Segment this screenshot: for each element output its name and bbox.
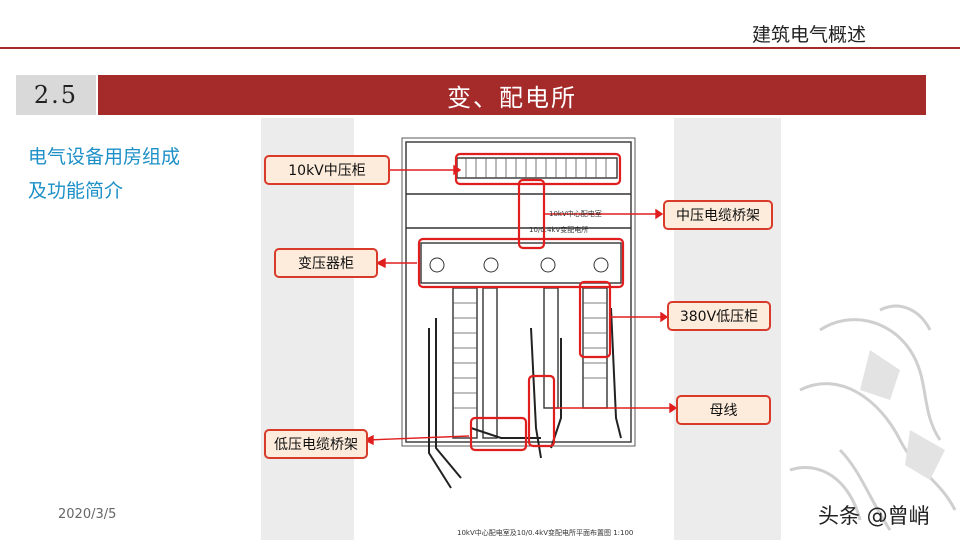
header-title: 建筑电气概述	[751, 24, 866, 46]
highlight-transformers	[417, 237, 625, 289]
highlight-lv-tray	[469, 416, 528, 452]
slide-date: 2020/3/5	[58, 507, 117, 522]
sidebar-text: 电气设备用房组成 及功能简介	[28, 140, 180, 208]
sidebar-line-1: 电气设备用房组成	[28, 146, 181, 168]
section-number: 2.5	[16, 75, 96, 115]
room-label-04kv: 10/0.4kV变配电所	[529, 225, 588, 234]
callout-lv-cable-tray: 低压电缆桥架	[264, 429, 368, 459]
watermark-text: 头条 @曾峭	[818, 504, 930, 528]
callout-transformer-cabinet: 变压器柜	[274, 248, 378, 278]
callout-lv-cabinet: 380V低压柜	[667, 301, 771, 331]
drawing-title: 10kV中心配电室及10/0.4kV变配电所平面布置图 1:100	[457, 528, 633, 537]
callout-busbar: 母线	[676, 395, 771, 425]
plan-paper	[354, 118, 674, 540]
header-divider	[0, 47, 960, 49]
callout-mv-cable-tray: 中压电缆桥架	[663, 200, 773, 230]
sidebar-line-2: 及功能简介	[28, 180, 124, 202]
horse-sketch-image	[789, 304, 957, 531]
highlight-busbar	[527, 374, 556, 448]
section-title: 变、配电所	[98, 75, 926, 115]
highlight-lv-cabinets	[578, 280, 612, 359]
room-label-10kv: 10kV中心配电室	[549, 209, 602, 218]
callout-hv-cabinet: 10kV中压柜	[264, 155, 390, 185]
